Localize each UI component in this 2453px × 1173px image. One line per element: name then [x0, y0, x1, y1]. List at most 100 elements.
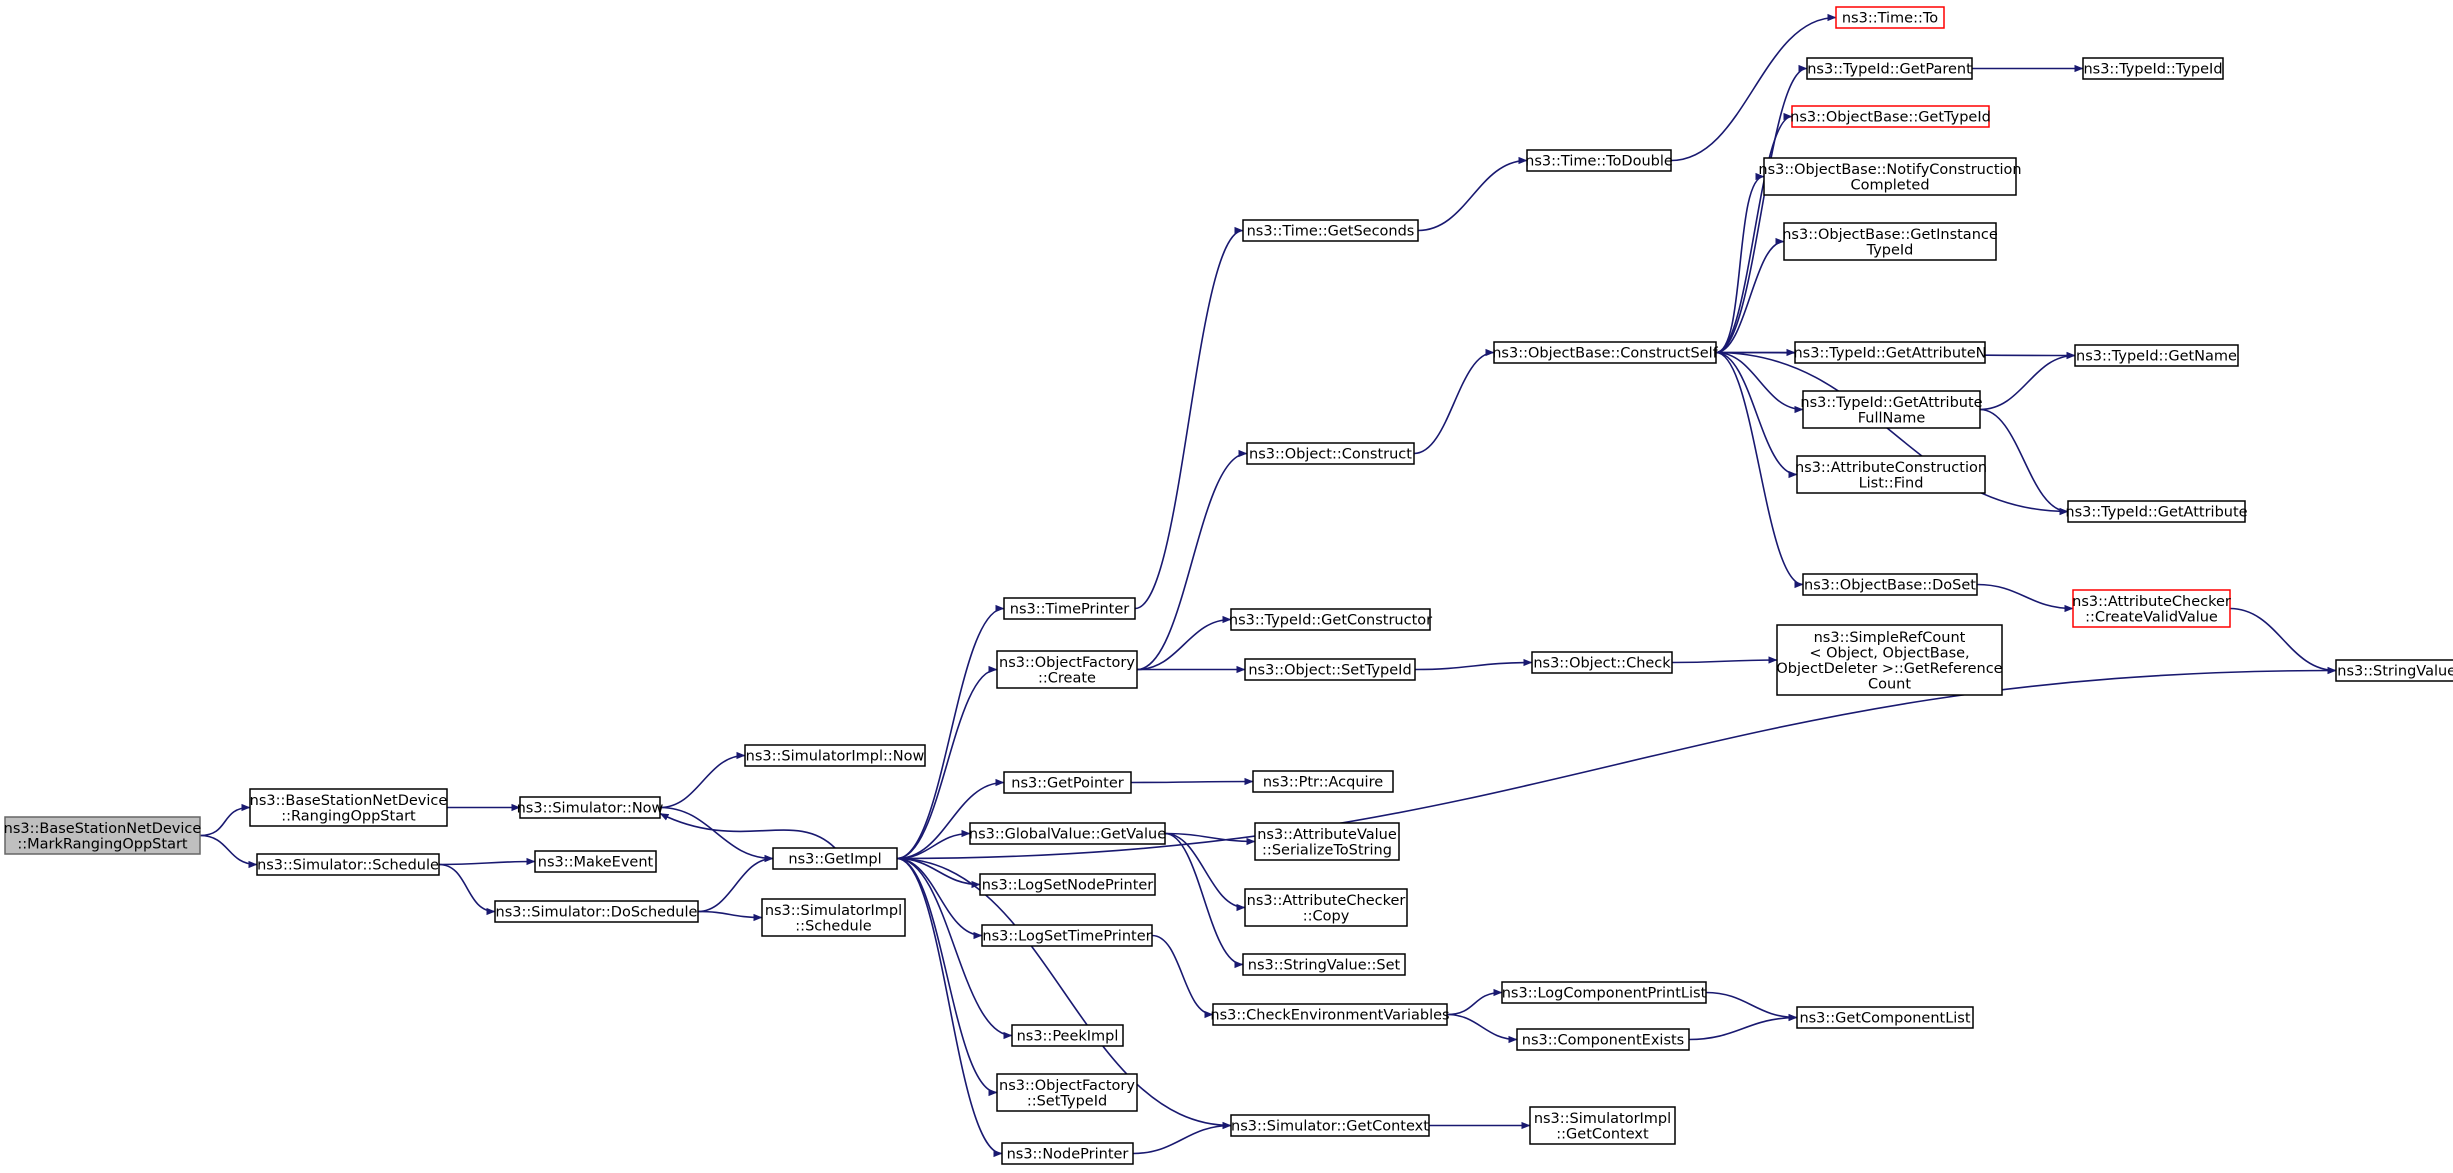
- function-node[interactable]: ns3::AttributeValue::SerializeToString: [1254, 822, 1400, 861]
- function-node[interactable]: ns3::LogComponentPrintList: [1501, 981, 1707, 1004]
- function-node[interactable]: ns3::AttributeChecker::Copy: [1244, 888, 1408, 927]
- function-node[interactable]: ns3::ObjectBase::NotifyConstructionCompl…: [1758, 157, 2022, 196]
- call-edge: [896, 666, 2337, 860]
- node-box: [1516, 1028, 1690, 1051]
- function-node[interactable]: ns3::Object::Check: [1531, 651, 1673, 674]
- function-node[interactable]: ns3::ObjectFactory::SetTypeId: [996, 1073, 1138, 1112]
- node-label: ns3::Object::Construct: [1249, 447, 1412, 463]
- node-box: [1802, 573, 1978, 596]
- node-label: Completed: [1850, 177, 1929, 193]
- function-node[interactable]: ns3::Simulator::GetContext: [1230, 1114, 1430, 1137]
- call-edge: [1164, 832, 1244, 969]
- node-label: ns3::GlobalValue::GetValue: [969, 827, 1166, 843]
- node-box: [1242, 219, 1419, 242]
- node-label: ns3::LogSetTimePrinter: [982, 929, 1151, 945]
- node-box: [1254, 822, 1400, 861]
- node-label: ns3::TypeId::GetAttribute: [2065, 505, 2247, 521]
- node-label: ns3::ObjectBase::GetInstance: [1782, 227, 1998, 243]
- call-edge: [438, 857, 536, 866]
- node-label: ns3::TypeId::GetName: [2076, 349, 2237, 365]
- function-node[interactable]: ns3::BaseStationNetDevice::RangingOppSta…: [249, 788, 448, 827]
- node-box: [1003, 771, 1132, 794]
- function-node[interactable]: ns3::CheckEnvironmentVariables: [1210, 1003, 1450, 1026]
- node-label: ns3::ObjectBase::GetTypeId: [1790, 110, 1991, 126]
- node-label: ns3::Simulator::Schedule: [257, 858, 439, 874]
- node-box: [1001, 1142, 1134, 1165]
- node-label: ns3::SimulatorImpl::Now: [746, 749, 925, 765]
- function-node[interactable]: ns3::GetImpl: [772, 847, 898, 870]
- function-node[interactable]: ns3::Time::ToDouble: [1525, 149, 1673, 172]
- function-node[interactable]: ns3::Object::Construct: [1246, 442, 1415, 465]
- call-edge: [1130, 777, 1254, 786]
- node-label: ns3::Simulator::GetContext: [1231, 1119, 1429, 1135]
- node-label: ns3::ObjectFactory: [999, 1078, 1135, 1094]
- function-node[interactable]: ns3::Time::To: [1835, 6, 1945, 29]
- function-node[interactable]: ns3::LogSetTimePrinter: [981, 924, 1153, 947]
- function-node[interactable]: ns3::ObjectBase::GetTypeId: [1790, 105, 1991, 128]
- function-node[interactable]: ns3::SimulatorImpl::Now: [744, 744, 926, 767]
- node-box: [1796, 1006, 1974, 1029]
- function-node[interactable]: ns3::AttributeChecker::CreateValidValue: [2072, 589, 2231, 628]
- node-box: [1796, 455, 1986, 494]
- function-node[interactable]: ns3::Simulator::DoSchedule: [494, 900, 699, 923]
- call-edge: [1715, 351, 1804, 589]
- node-label: ns3::SimpleRefCount: [1814, 630, 1966, 646]
- node-label: ns3::TypeId::GetAttribute: [1800, 395, 1982, 411]
- node-box: [1011, 1024, 1124, 1047]
- function-node[interactable]: ns3::Time::GetSeconds: [1242, 219, 1419, 242]
- node-box: [1212, 1003, 1448, 1026]
- function-node[interactable]: ns3::LogSetNodePrinter: [979, 873, 1156, 896]
- function-node[interactable]: ns3::Object::SetTypeId: [1244, 658, 1416, 681]
- function-node[interactable]: ns3::TypeId::GetParent: [1806, 57, 1973, 80]
- node-label: < Object, ObjectBase,: [1809, 645, 1969, 661]
- function-node[interactable]: ns3::StringValue::Set: [1242, 953, 1406, 976]
- node-box: [1763, 157, 2017, 196]
- function-node[interactable]: ns3::SimulatorImpl::Schedule: [761, 898, 906, 937]
- function-node[interactable]: ns3::SimpleRefCount< Object, ObjectBase,…: [1776, 624, 2003, 696]
- node-label: FullName: [1858, 410, 1926, 426]
- function-node[interactable]: ns3::BaseStationNetDevice::MarkRangingOp…: [4, 816, 202, 855]
- function-node[interactable]: ns3::TypeId::GetConstructor: [1229, 608, 1432, 631]
- call-edge: [1979, 408, 2069, 516]
- function-node[interactable]: ns3::ComponentExists: [1516, 1028, 1690, 1051]
- function-node[interactable]: ns3::GetComponentList: [1796, 1006, 1974, 1029]
- node-label: ns3::AttributeConstruction: [1795, 460, 1987, 476]
- function-node[interactable]: ns3::TypeId::GetAttributeN: [1793, 341, 1987, 364]
- function-node[interactable]: ns3::Ptr::Acquire: [1252, 770, 1394, 793]
- function-node[interactable]: ns3::ObjectBase::DoSet: [1802, 573, 1978, 596]
- node-box: [2082, 57, 2224, 80]
- function-node[interactable]: ns3::TypeId::TypeId: [2082, 57, 2224, 80]
- node-label: ns3::LogSetNodePrinter: [982, 878, 1154, 894]
- call-edge: [896, 857, 1003, 1158]
- function-node[interactable]: ns3::ObjectFactory::Create: [996, 650, 1138, 689]
- node-label: ns3::ObjectBase::ConstructSelf: [1492, 346, 1718, 362]
- call-edge: [1715, 351, 1804, 414]
- function-node[interactable]: ns3::ObjectBase::ConstructSelf: [1492, 341, 1719, 364]
- call-edge: [199, 834, 258, 869]
- node-box: [249, 788, 448, 827]
- function-node[interactable]: ns3::TypeId::GetAttribute: [2065, 500, 2248, 523]
- function-nodes: ns3::BaseStationNetDevice::MarkRangingOp…: [4, 6, 2453, 1165]
- function-node[interactable]: ns3::GetPointer: [1003, 771, 1132, 794]
- node-label: ns3::ObjectBase::DoSet: [1804, 578, 1976, 594]
- node-label: ns3::PeekImpl: [1017, 1029, 1119, 1045]
- function-node[interactable]: ns3::NodePrinter: [1001, 1142, 1134, 1165]
- function-node[interactable]: ns3::TypeId::GetName: [2074, 344, 2239, 367]
- call-edge: [1976, 583, 2074, 613]
- function-node[interactable]: ns3::StringValue::Get: [2335, 659, 2453, 682]
- function-node[interactable]: ns3::SimulatorImpl::GetContext: [1529, 1106, 1676, 1145]
- node-label: ns3::GetImpl: [788, 852, 881, 868]
- node-label: ::Schedule: [795, 918, 871, 934]
- call-edge: [659, 751, 746, 809]
- function-node[interactable]: ns3::PeekImpl: [1011, 1024, 1124, 1047]
- function-node[interactable]: ns3::Simulator::Schedule: [256, 853, 440, 876]
- function-node[interactable]: ns3::GlobalValue::GetValue: [969, 822, 1166, 845]
- function-node[interactable]: ns3::Simulator::Now: [517, 796, 664, 819]
- node-label: ns3::NodePrinter: [1007, 1147, 1129, 1163]
- node-box: [1791, 105, 1990, 128]
- function-node[interactable]: ns3::MakeEvent: [534, 850, 657, 873]
- function-node[interactable]: ns3::TimePrinter: [1003, 597, 1136, 620]
